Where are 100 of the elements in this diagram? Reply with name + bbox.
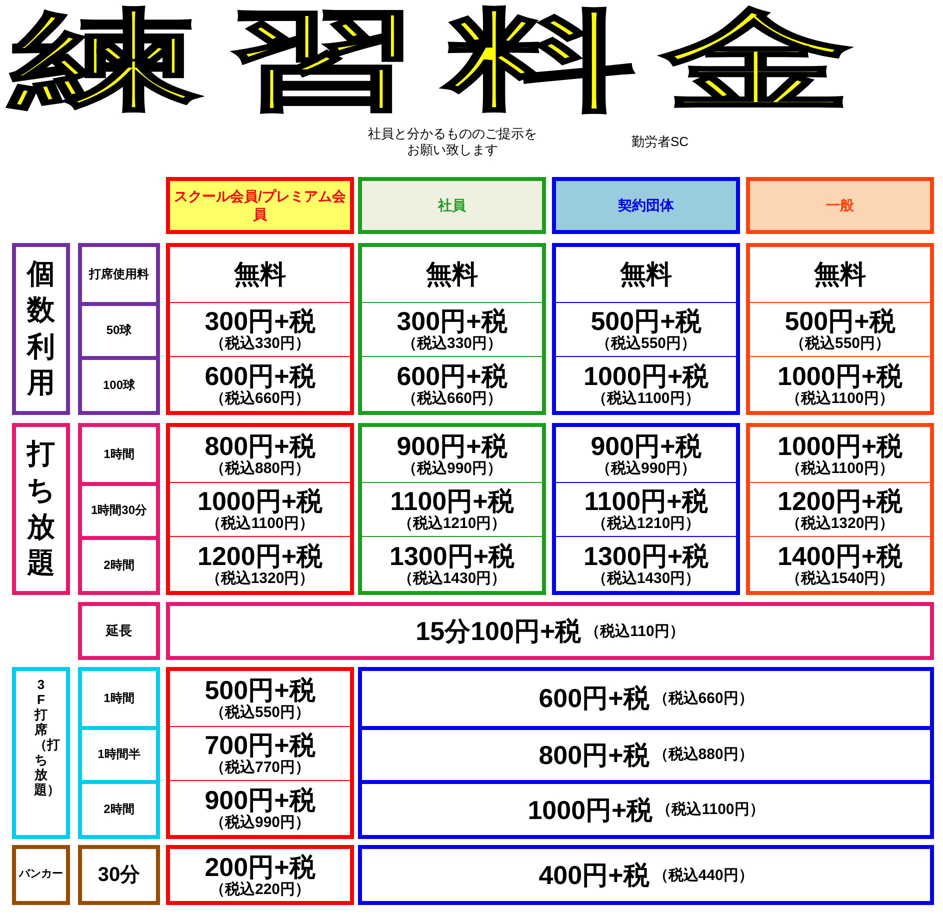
price-text: 300円+税 xyxy=(396,306,508,335)
row-label: 1時間半 xyxy=(82,726,156,780)
price-cell xyxy=(170,302,350,356)
price-group-frame xyxy=(552,243,740,415)
price-text: 1000円+税 xyxy=(197,486,323,515)
price-text: 600円+税 xyxy=(396,362,508,390)
column-header: 社員 xyxy=(358,177,546,234)
price-group-frame xyxy=(746,423,934,595)
price-text: 600円+税 xyxy=(204,362,316,390)
price-text: 1200円+税 xyxy=(777,486,903,515)
row-label: 30分 xyxy=(78,845,160,905)
row-group-frame xyxy=(78,423,160,595)
price-text: 1300円+税 xyxy=(583,542,709,570)
row-label: 1時間30分 xyxy=(82,482,156,536)
price-text: 800円+税 xyxy=(538,740,650,769)
category-label: 打ち放題 xyxy=(12,423,70,595)
price-group-frame xyxy=(166,423,354,595)
column-header: 一般 xyxy=(746,177,934,234)
tax-included-text: （税込880円） xyxy=(210,460,310,477)
notice-text: 社員と分かるもののご提示をお願い致します xyxy=(367,126,538,158)
tax-included-text: （税込1210円） xyxy=(398,514,506,532)
price-text: 1100円+税 xyxy=(584,486,708,515)
category-label: バンカー xyxy=(12,845,70,905)
price-text: 400円+税 xyxy=(538,861,650,889)
price-cell xyxy=(358,845,934,905)
tax-included-text: （税込990円） xyxy=(596,460,696,477)
price-text: 800円+税 xyxy=(204,432,316,460)
price-text: 500円+税 xyxy=(784,306,896,335)
price-text: 500円+税 xyxy=(590,306,702,335)
price-text: 900円+税 xyxy=(204,786,316,814)
price-cell xyxy=(750,302,930,356)
price-text: 1000円+税 xyxy=(528,796,653,824)
tax-included-text: （税込1430円） xyxy=(398,570,506,587)
tax-included-text: （税込880円） xyxy=(653,746,754,764)
tax-included-text: （税込110円） xyxy=(585,622,684,640)
price-text: 900円+税 xyxy=(396,432,508,460)
row-label: 50球 xyxy=(82,302,156,356)
price-cell xyxy=(362,302,542,356)
price-cell xyxy=(166,845,354,905)
tax-included-text: （税込1320円） xyxy=(786,514,894,532)
tax-included-text: （税込330円） xyxy=(210,334,310,352)
price-group-frame xyxy=(552,423,740,595)
price-group-frame xyxy=(358,243,546,415)
price-group-frame xyxy=(746,243,934,415)
price-text: 700円+税 xyxy=(204,730,316,759)
price-text: 1200円+税 xyxy=(197,542,323,570)
price-cell xyxy=(556,302,736,356)
price-group-frame xyxy=(358,423,546,595)
price-group-frame xyxy=(166,667,354,839)
tax-included-text: （税込1100円） xyxy=(786,460,894,477)
tax-included-text: （税込990円） xyxy=(402,460,502,477)
tax-included-text: （税込550円） xyxy=(790,334,890,352)
price-text: 1000円+税 xyxy=(777,432,903,460)
tax-included-text: （税込660円） xyxy=(210,390,310,407)
tax-included-text: （税込660円） xyxy=(402,390,502,407)
tax-included-text: （税込330円） xyxy=(402,334,502,352)
tax-included-text: （税込1100円） xyxy=(592,390,700,407)
price-text: 500円+税 xyxy=(204,676,316,704)
price-cell xyxy=(556,482,736,536)
tax-included-text: （税込770円） xyxy=(210,758,310,776)
price-text: 200円+税 xyxy=(204,852,316,880)
price-text: 無料 xyxy=(426,260,478,288)
tax-included-text: （税込550円） xyxy=(596,334,696,352)
tax-included-text: （税込440円） xyxy=(653,866,754,884)
price-cell xyxy=(170,482,350,536)
notice-text: 勤労者SC xyxy=(630,134,690,150)
price-text: 無料 xyxy=(620,260,672,288)
tax-included-text: （税込1320円） xyxy=(206,570,314,587)
price-group-frame xyxy=(358,667,934,839)
tax-included-text: （税込1430円） xyxy=(592,570,700,587)
tax-included-text: （税込220円） xyxy=(210,880,310,898)
tax-included-text: （税込1100円） xyxy=(786,390,894,407)
price-text: 1300円+税 xyxy=(389,542,515,570)
category-label: 個数利用 xyxy=(12,243,70,415)
price-text: 無料 xyxy=(234,260,286,288)
price-text: 無料 xyxy=(814,260,866,288)
price-cell xyxy=(750,482,930,536)
tax-included-text: （税込990円） xyxy=(210,814,310,831)
price-group-frame xyxy=(166,243,354,415)
price-cell xyxy=(362,726,930,780)
tax-included-text: （税込660円） xyxy=(653,690,754,707)
price-text: 1400円+税 xyxy=(777,542,903,570)
price-cell xyxy=(170,726,350,780)
price-text: 600円+税 xyxy=(538,684,650,712)
price-text: 1000円+税 xyxy=(583,362,709,390)
price-text: 1100円+税 xyxy=(390,486,514,515)
tax-included-text: （税込1100円） xyxy=(656,801,764,818)
tax-included-text: （税込1210円） xyxy=(592,514,700,532)
price-cell xyxy=(166,602,934,660)
column-header: スクール会員/プレミアム会員 xyxy=(166,177,354,234)
row-group-frame xyxy=(78,667,160,839)
price-text: 1000円+税 xyxy=(777,362,903,390)
category-label: 3F打席（打ち放題） xyxy=(12,667,70,839)
column-header: 契約団体 xyxy=(552,177,740,234)
price-text: 900円+税 xyxy=(590,432,702,460)
tax-included-text: （税込550円） xyxy=(210,704,310,721)
row-group-frame xyxy=(78,243,160,415)
price-cell xyxy=(362,482,542,536)
price-text: 300円+税 xyxy=(204,306,316,335)
tax-included-text: （税込1100円） xyxy=(206,514,314,532)
